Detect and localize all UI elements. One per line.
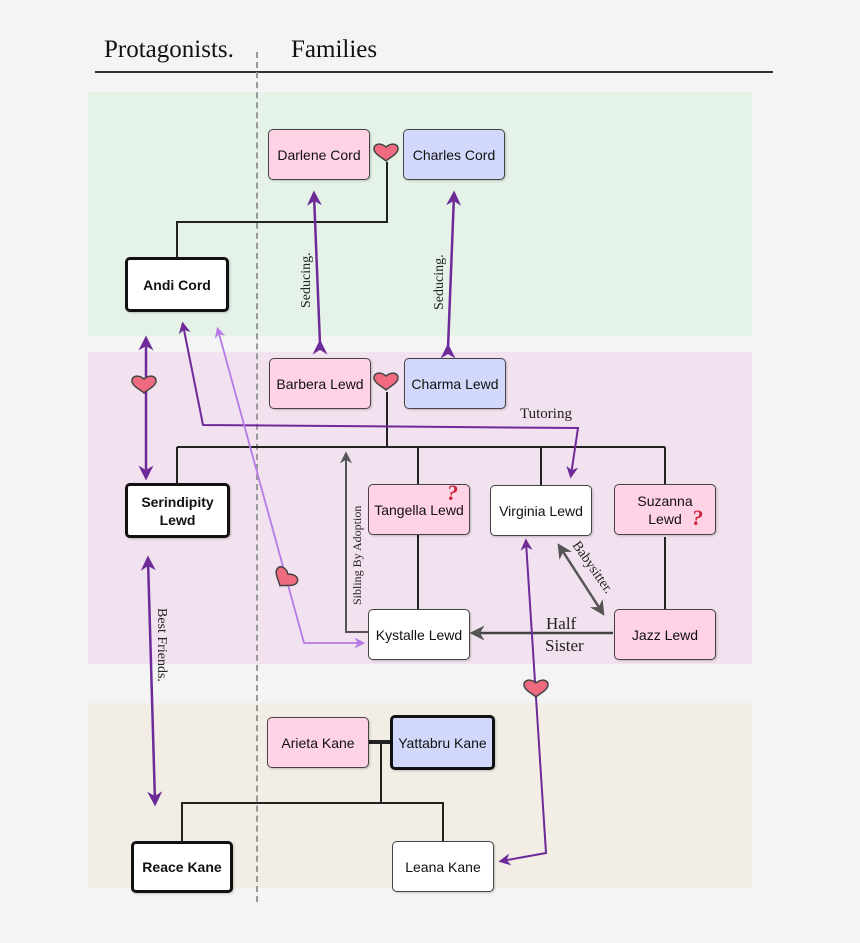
virginia-leana-arrow bbox=[498, 538, 548, 866]
header-rule bbox=[95, 71, 773, 73]
seducing-arrow-charles bbox=[440, 190, 462, 359]
person-serindipity-lewd: Serindipity Lewd bbox=[125, 483, 230, 538]
babysitter-label: Babysitter. bbox=[569, 539, 616, 597]
tangella-question-mark: ? bbox=[447, 480, 458, 505]
kystalle-andi-heart bbox=[269, 564, 301, 594]
person-jazz-lewd: Jazz Lewd bbox=[614, 609, 716, 660]
person-arieta-kane: Arieta Kane bbox=[267, 717, 369, 768]
person-darlene-cord: Darlene Cord bbox=[268, 129, 370, 180]
best-friends-label: Best Friends. bbox=[154, 608, 169, 682]
andi-serindipity-heart bbox=[131, 375, 157, 394]
families-header: Families bbox=[291, 36, 378, 63]
person-charles-cord: Charles Cord bbox=[403, 129, 505, 180]
person-kystalle-lewd: Kystalle Lewd bbox=[368, 609, 470, 660]
person-suzanna-lewd: Suzanna Lewd bbox=[614, 484, 716, 535]
babysitter-arrow bbox=[557, 543, 605, 616]
person-yattabru-kane: Yattabru Kane bbox=[390, 715, 495, 770]
kane-family-lines bbox=[181, 740, 444, 841]
seducing-label-1: Seducing. bbox=[299, 252, 314, 308]
cord-marriage-heart bbox=[373, 143, 399, 162]
seducing-label-2: Seducing. bbox=[432, 254, 447, 310]
person-andi-cord: Andi Cord bbox=[125, 257, 229, 312]
tutoring-arrow bbox=[178, 321, 580, 479]
lewd-marriage-heart bbox=[373, 372, 399, 391]
person-leana-kane: Leana Kane bbox=[392, 841, 494, 892]
half-sister-label-2: Sister bbox=[545, 636, 584, 655]
sibling-by-adoption-arrow bbox=[340, 451, 368, 633]
person-tangella-lewd: Tangella Lewd bbox=[368, 484, 470, 535]
half-sister-label-1: Half bbox=[546, 614, 577, 633]
cord-family-lines bbox=[176, 162, 388, 258]
best-friends-arrow bbox=[140, 555, 163, 807]
person-reace-kane: Reace Kane bbox=[131, 841, 233, 893]
person-virginia-lewd: Virginia Lewd bbox=[490, 485, 592, 536]
seducing-arrow-darlene bbox=[306, 190, 328, 355]
kystalle-andi-arrow bbox=[214, 326, 366, 649]
virginia-leana-heart bbox=[523, 679, 549, 698]
person-barbera-lewd: Barbera Lewd bbox=[269, 358, 371, 409]
tutoring-label: Tutoring bbox=[520, 406, 572, 422]
suzanna-question-mark: ? bbox=[692, 505, 703, 530]
sibling-by-adoption-label: Sibling By Adoption bbox=[350, 506, 364, 605]
person-charma-lewd: Charma Lewd bbox=[404, 358, 506, 409]
protagonists-header: Protagonists. bbox=[104, 36, 234, 63]
